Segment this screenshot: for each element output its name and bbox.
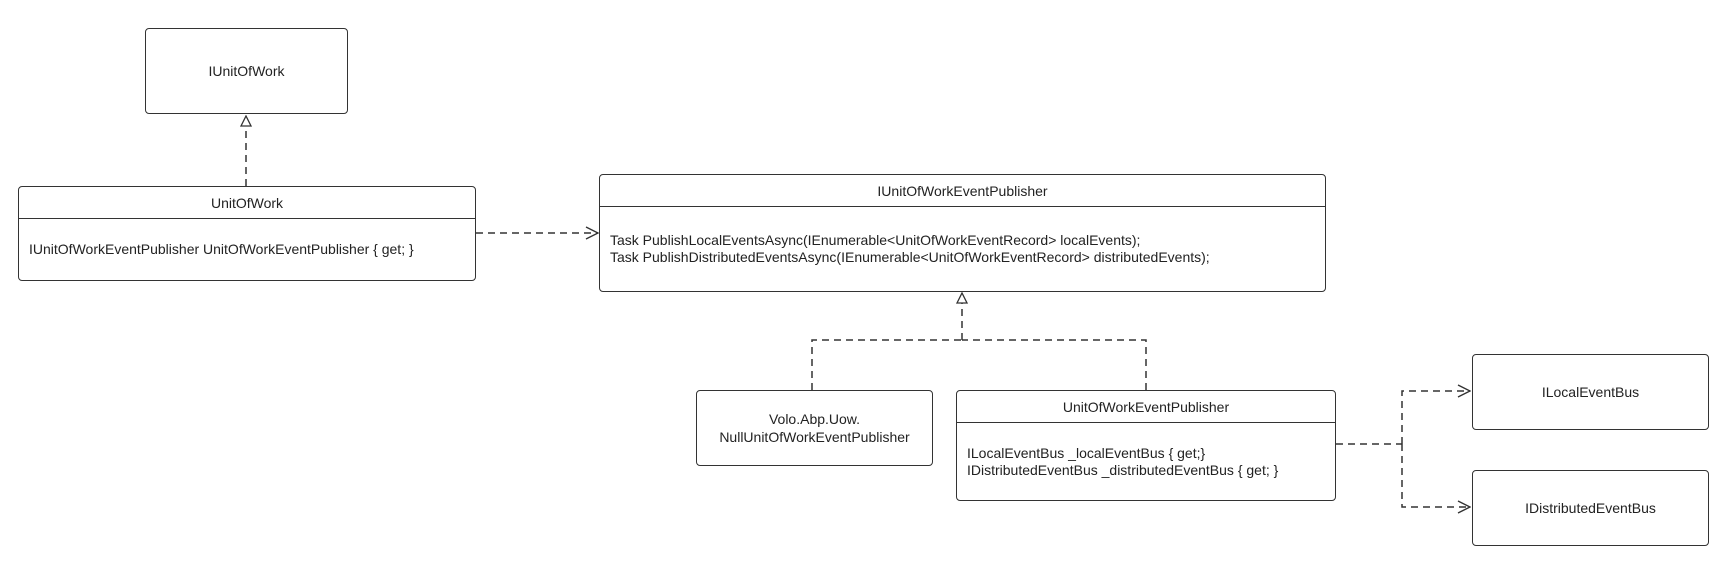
dependency-publisher-to-ilocaleventbus xyxy=(1401,391,1470,444)
unitofworkeventpublisher-members: ILocalEventBus _localEventBus { get;} ID… xyxy=(957,423,1335,500)
member-local-event-bus: ILocalEventBus _localEventBus { get;} xyxy=(967,444,1206,461)
dependency-publisher-to-idistributedeventbus xyxy=(1401,444,1470,507)
unitofworkeventpublisher-class-box: UnitOfWorkEventPublisher ILocalEventBus … xyxy=(956,390,1336,501)
unitofwork-class-name: UnitOfWork xyxy=(19,187,475,219)
ilocaleventbus-label: ILocalEventBus xyxy=(1541,384,1640,400)
nullpublisher-classname-line: NullUnitOfWorkEventPublisher xyxy=(719,429,910,445)
realization-unitofworkeventpublisher-branch xyxy=(962,339,1147,390)
method-publish-distributed-events: Task PublishDistributedEventsAsync(IEnum… xyxy=(610,249,1210,265)
realization-nullpublisher-branch xyxy=(811,339,962,390)
unitofwork-class-box: UnitOfWork IUnitOfWorkEventPublisher Uni… xyxy=(18,186,476,281)
iunitofworkeventpublisher-name: IUnitOfWorkEventPublisher xyxy=(600,175,1325,207)
iunitofworkeventpublisher-interface-box: IUnitOfWorkEventPublisher Task PublishLo… xyxy=(599,174,1326,292)
unitofwork-member-publisher: IUnitOfWorkEventPublisher UnitOfWorkEven… xyxy=(29,241,414,257)
ilocaleventbus-interface-box: ILocalEventBus xyxy=(1472,354,1709,430)
nullpublisher-namespace-line: Volo.Abp.Uow. xyxy=(768,411,861,427)
unitofworkeventpublisher-name: UnitOfWorkEventPublisher xyxy=(957,391,1335,423)
member-distributed-event-bus: IDistributedEventBus _distributedEventBu… xyxy=(967,461,1279,478)
unitofwork-members: IUnitOfWorkEventPublisher UnitOfWorkEven… xyxy=(19,219,475,280)
nullunitofworkeventpublisher-class-box: Volo.Abp.Uow. NullUnitOfWorkEventPublish… xyxy=(696,390,933,466)
iunitofwork-interface-box: IUnitOfWork xyxy=(145,28,348,114)
iunitofwork-label: IUnitOfWork xyxy=(208,63,285,79)
idistributedeventbus-label: IDistributedEventBus xyxy=(1525,500,1656,516)
iunitofworkeventpublisher-members: Task PublishLocalEventsAsync(IEnumerable… xyxy=(600,207,1325,291)
method-publish-local-events: Task PublishLocalEventsAsync(IEnumerable… xyxy=(610,232,1141,248)
idistributedeventbus-interface-box: IDistributedEventBus xyxy=(1472,470,1709,546)
